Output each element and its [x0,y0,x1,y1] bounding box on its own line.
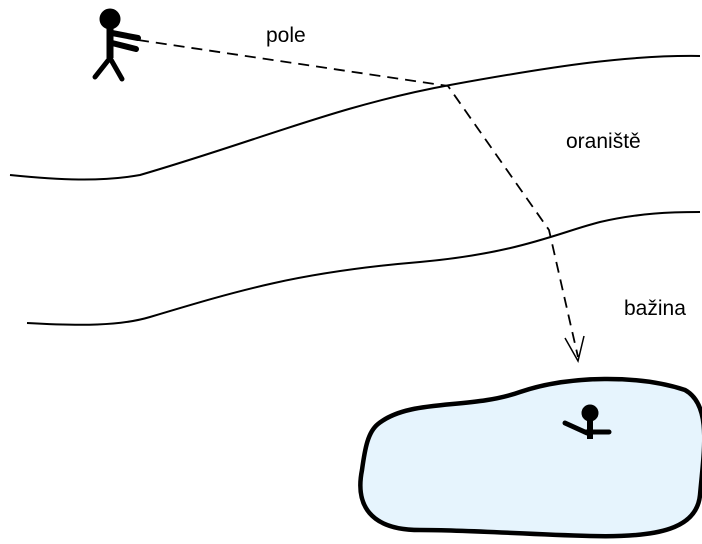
walker-figure-icon [92,8,141,82]
swamp-pond [358,376,702,539]
field-boundary-line [9,54,701,181]
arable-land-label: oraniště [566,130,641,153]
field-label: pole [266,24,306,47]
drowning-figure-icon [562,404,612,439]
swamp-boundary-line [26,211,701,326]
swamp-label: bažina [624,297,686,320]
arrowhead-icon [564,335,585,364]
walking-path-arrow [137,39,579,358]
